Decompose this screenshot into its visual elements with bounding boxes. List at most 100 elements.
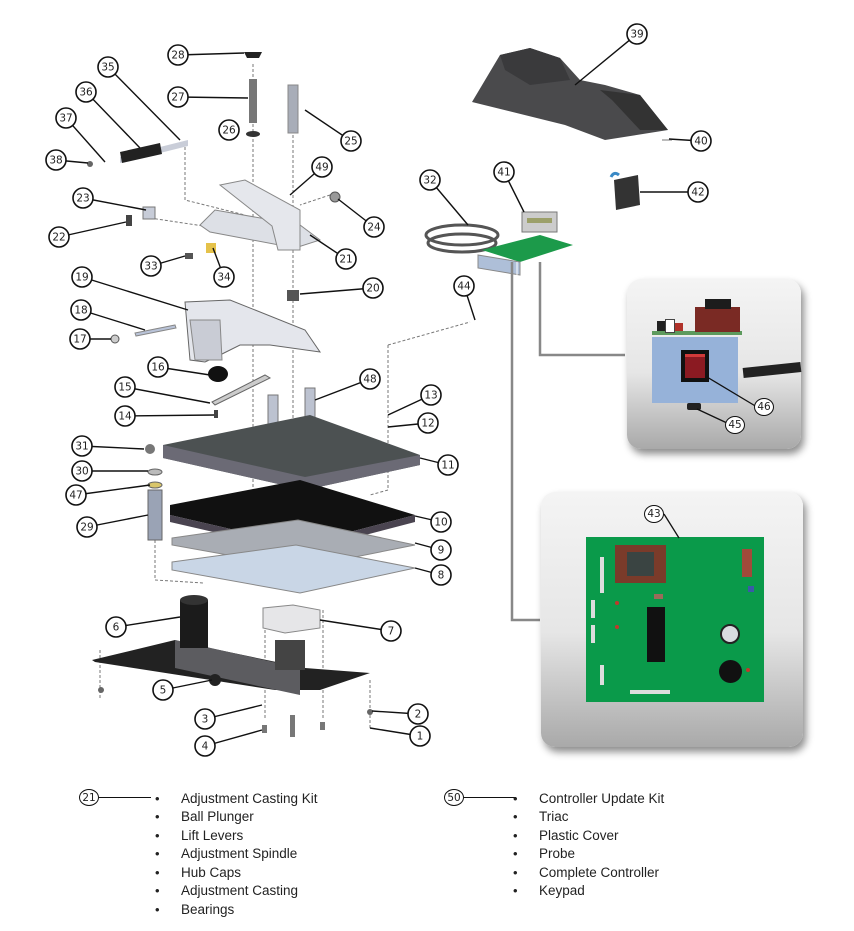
part-18-rod — [134, 324, 177, 337]
leader-line-22 — [58, 221, 127, 238]
svg-text:23: 23 — [76, 193, 89, 205]
svg-text:40: 40 — [694, 136, 707, 148]
part-17-nut — [110, 334, 120, 344]
svg-text:19: 19 — [75, 272, 88, 284]
bullet-icon: • — [513, 883, 518, 899]
callout-3: 3 — [194, 708, 216, 730]
part-34-yellow-plate — [206, 243, 216, 253]
bullet-icon: • — [513, 864, 518, 880]
svg-text:37: 37 — [59, 113, 72, 125]
callout-17: 17 — [69, 328, 91, 350]
part-41-board — [482, 235, 573, 262]
svg-text:8: 8 — [438, 570, 445, 582]
svg-text:33: 33 — [144, 261, 157, 273]
callout-42: 42 — [687, 181, 709, 203]
callout-41: 41 — [493, 161, 515, 183]
part-24-nut — [329, 191, 341, 203]
inset-connector-lines — [510, 262, 625, 622]
svg-text:32: 32 — [423, 175, 436, 187]
kit-list-item: •Adjustment Casting Kit — [155, 789, 318, 808]
part-22-pad — [126, 215, 132, 226]
part-25-pin — [287, 84, 299, 134]
kit-list-item-label: Bearings — [181, 901, 235, 917]
callout-39: 39 — [626, 23, 648, 45]
svg-text:36: 36 — [79, 87, 93, 99]
svg-text:2: 2 — [415, 709, 422, 721]
callout-21: 21 — [335, 248, 357, 270]
callout-29: 29 — [76, 516, 98, 538]
callout-15: 15 — [114, 376, 136, 398]
svg-text:10: 10 — [434, 517, 447, 529]
kit-list-item: •Triac — [513, 808, 664, 827]
kit-list-item-label: Adjustment Casting Kit — [181, 790, 318, 806]
svg-text:42: 42 — [691, 187, 704, 199]
svg-text:17: 17 — [73, 334, 86, 346]
part-20-spacer — [287, 290, 299, 301]
svg-text:13: 13 — [424, 390, 437, 402]
part-2-foot — [367, 709, 373, 715]
kit-list-item-label: Keypad — [539, 883, 585, 899]
controller-pcb-43 — [586, 537, 764, 702]
bullet-icon: • — [155, 901, 160, 917]
part-32-probe-cable — [424, 223, 500, 247]
pcb-dip-switch — [742, 549, 752, 577]
leader-line-35 — [107, 66, 181, 141]
leader-line-20 — [299, 287, 374, 295]
bullet-icon: • — [155, 864, 160, 880]
svg-text:44: 44 — [457, 281, 471, 293]
part-controller-bracket — [477, 254, 521, 276]
callout-36: 36 — [75, 81, 97, 103]
svg-text:9: 9 — [438, 545, 445, 557]
part-40-screw — [662, 139, 672, 141]
kit-list-item: • Keypad — [513, 882, 664, 901]
leader-line-39 — [574, 33, 638, 86]
callout-13: 13 — [420, 384, 442, 406]
svg-text:15: 15 — [118, 382, 131, 394]
pcb-capacitor — [720, 624, 740, 644]
part-8-lower-pad — [171, 544, 416, 594]
leader-line-14 — [124, 414, 215, 417]
kit-list-item-label: Probe — [539, 846, 576, 862]
part-36-spring — [120, 143, 162, 163]
svg-text:24: 24 — [367, 222, 381, 234]
kit-21-parts-list: •Adjustment Casting Kit•Ball Plunger•Lif… — [155, 789, 318, 919]
kit-list-item-label: Adjustment Spindle — [181, 846, 298, 862]
callout-7: 7 — [380, 620, 402, 642]
part-28-knob — [244, 52, 262, 58]
triac-45 — [687, 403, 701, 410]
svg-text:47: 47 — [69, 490, 82, 502]
part-15-strip — [211, 374, 272, 406]
leader-line-19 — [81, 276, 189, 311]
kit-list-item-label: Hub Caps — [181, 864, 242, 880]
callout-14: 14 — [114, 405, 136, 427]
part-14-screw — [214, 410, 218, 418]
part-7-cover — [262, 604, 321, 634]
svg-text:21: 21 — [339, 254, 352, 266]
kit-list-item: •Adjustment Spindle — [155, 845, 318, 864]
callout-44: 44 — [453, 275, 475, 297]
svg-text:22: 22 — [52, 232, 65, 244]
part-33-plunger — [185, 253, 193, 259]
kit-list-item-label: Controller Update Kit — [539, 790, 665, 806]
svg-text:49: 49 — [315, 162, 328, 174]
callout-18: 18 — [70, 299, 92, 321]
part-10-heating-element — [170, 480, 415, 545]
svg-text:28: 28 — [171, 50, 184, 62]
bullet-icon: • — [513, 846, 518, 862]
kit-list-item-label: Ball Plunger — [181, 809, 254, 825]
kit-21-callout: 21 — [79, 789, 99, 806]
controller-parts — [424, 48, 672, 276]
bullet-icon: • — [155, 883, 160, 899]
callout-35: 35 — [97, 56, 119, 78]
leader-line-7 — [319, 619, 392, 632]
kit-50-tag: 50 — [444, 789, 516, 806]
svg-text:41: 41 — [497, 167, 510, 179]
leader-line-28 — [177, 52, 245, 56]
kit-list-item-label: Lift Levers — [181, 827, 244, 843]
callout-27: 27 — [167, 86, 189, 108]
callout-16: 16 — [147, 356, 169, 378]
callout-20: 20 — [362, 277, 384, 299]
svg-text:11: 11 — [441, 460, 454, 472]
svg-text:18: 18 — [74, 305, 87, 317]
callout-33: 33 — [140, 255, 162, 277]
